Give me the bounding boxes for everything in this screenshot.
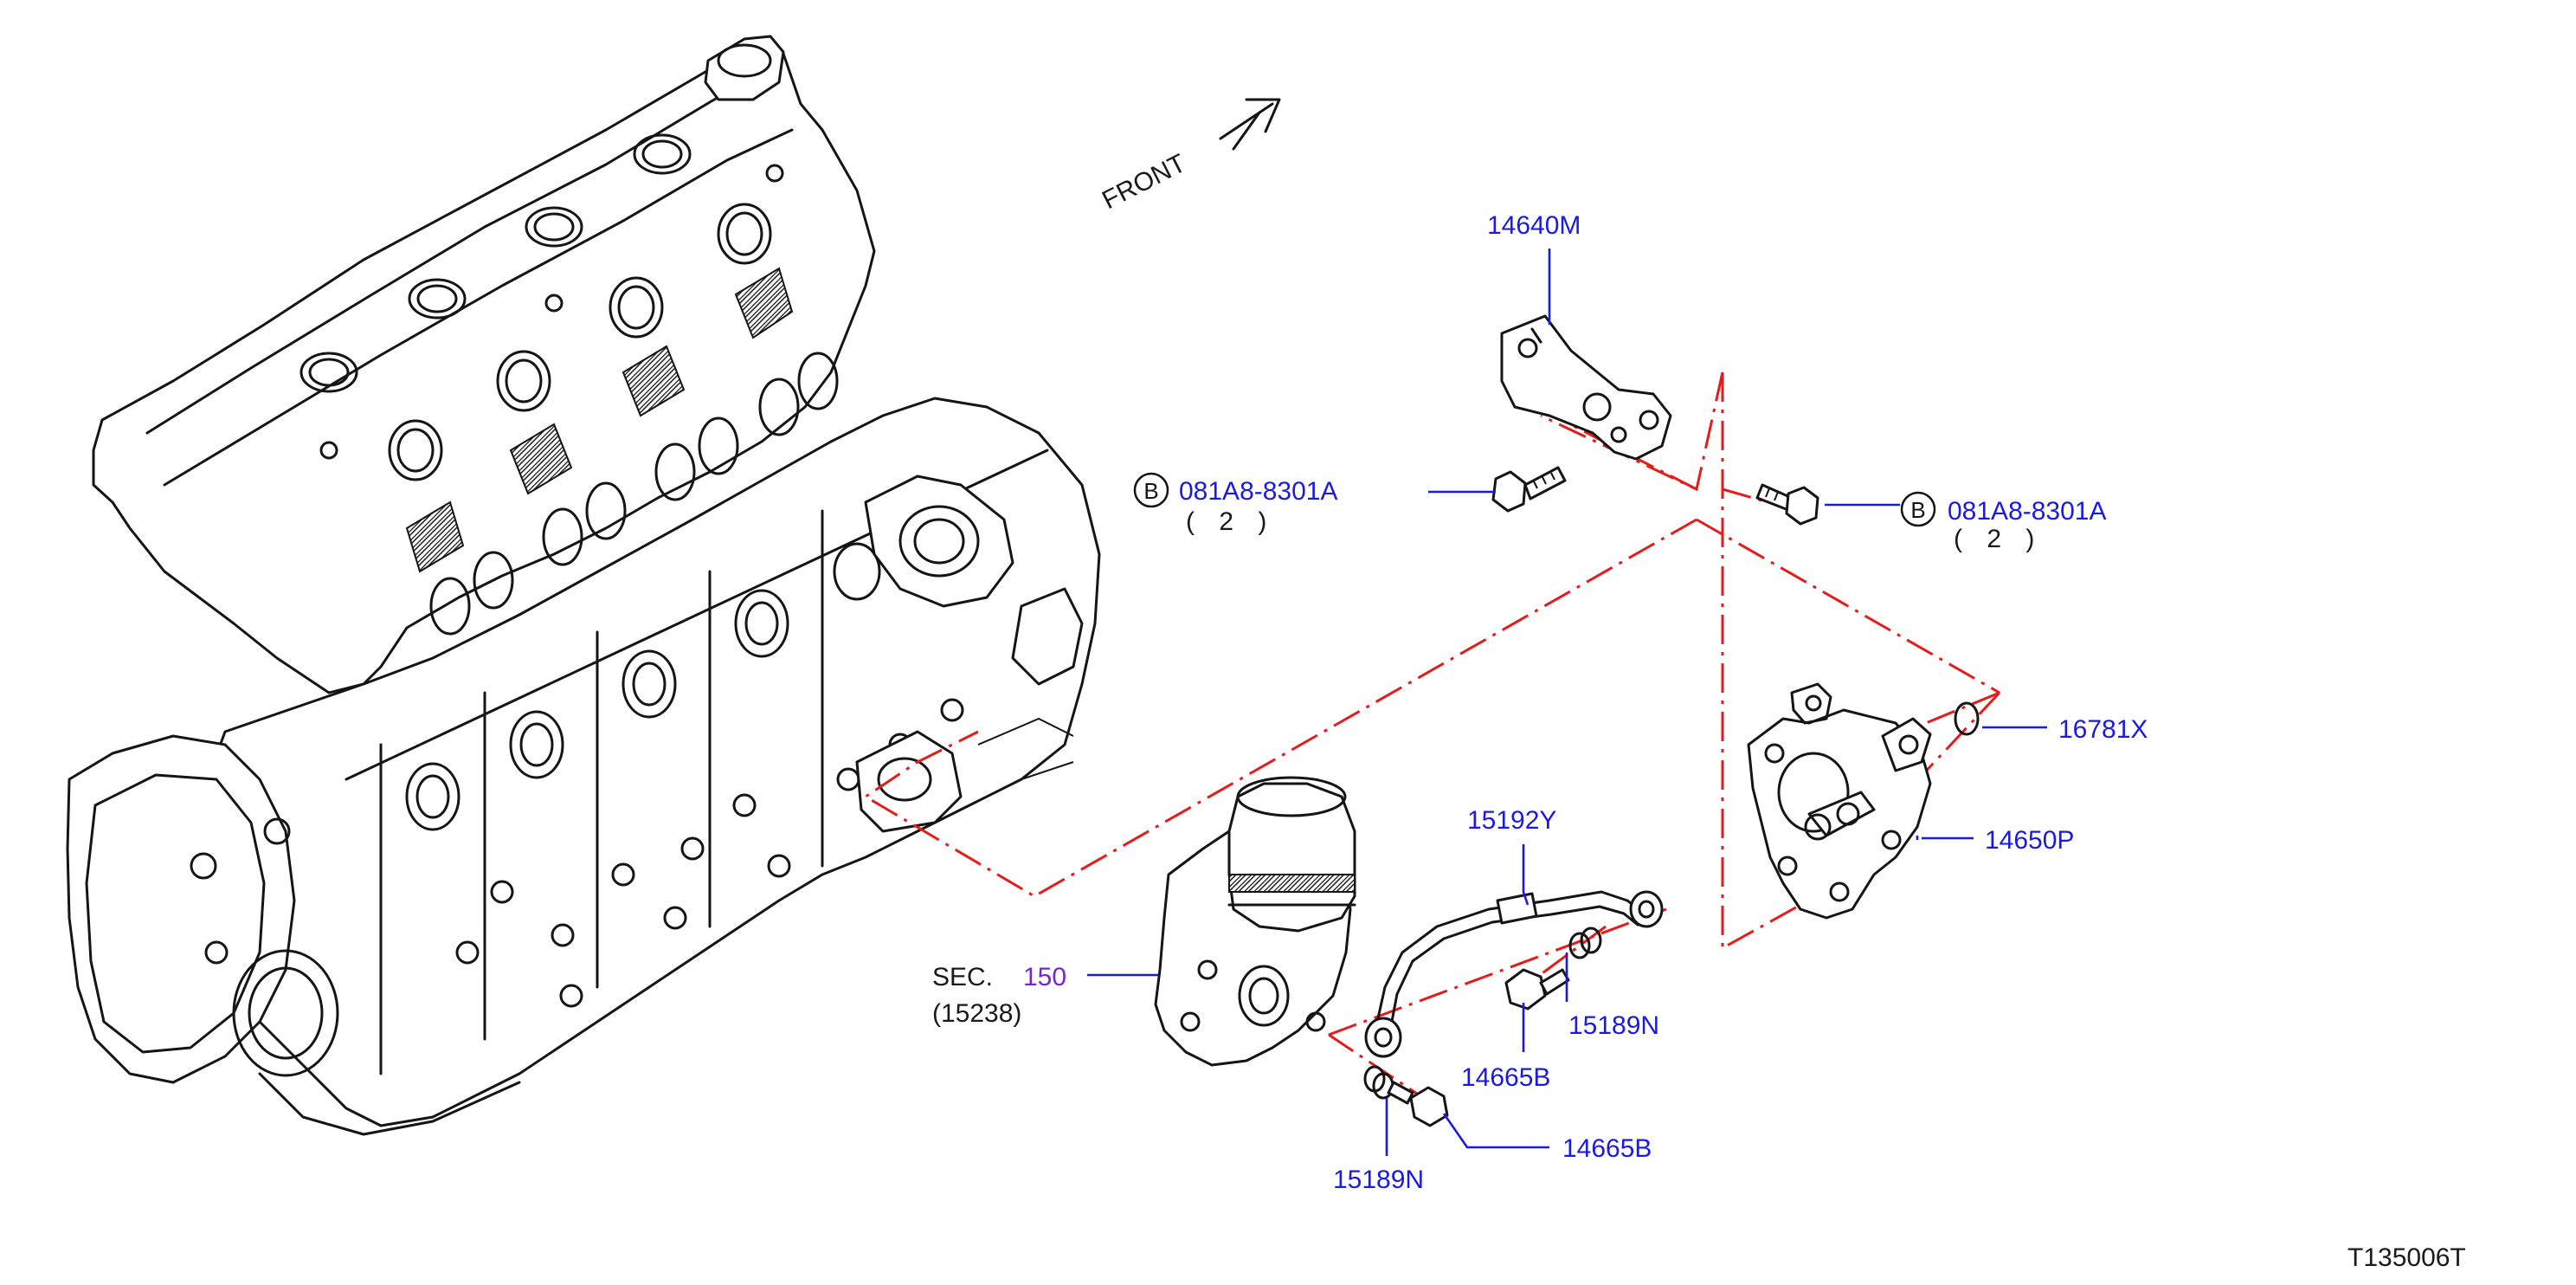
eye-bolt-lower-14665b	[1387, 1081, 1449, 1127]
callout-bolt-right[interactable]: B 081A8-8301A ( 2 )	[1900, 491, 2107, 553]
bracket-14640m	[1500, 314, 1672, 461]
oil-filter-assembly	[1154, 776, 1356, 1067]
section-number-link[interactable]: 150	[1023, 963, 1066, 991]
callout-14665b-upper[interactable]: 14665B	[1461, 1063, 1550, 1092]
b-badge-left	[1133, 472, 1169, 508]
callout-bolt-left[interactable]: B 081A8-8301A ( 2 )	[1133, 472, 1338, 536]
cam-cover-openings	[299, 133, 784, 481]
o-ring-16781x	[1954, 701, 1980, 736]
qty-right: ( 2 )	[1954, 525, 2043, 553]
vacuum-pump-14650p	[1747, 682, 1932, 920]
callout-16781x[interactable]: 16781X	[2058, 715, 2148, 744]
eye-bolt-upper-14665b	[1504, 968, 1570, 1011]
callout-14665b-lower[interactable]: 14665B	[1562, 1134, 1652, 1163]
callout-15189n-upper[interactable]: 15189N	[1568, 1011, 1659, 1040]
b-badge-right	[1900, 491, 1936, 527]
qty-left: ( 2 )	[1186, 507, 1275, 536]
bolt-right-081a8	[1755, 483, 1819, 526]
front-label: FRONT	[1098, 149, 1190, 215]
callout-15189n-lower[interactable]: 15189N	[1333, 1166, 1424, 1194]
b-badge-left-label: B	[1143, 478, 1158, 504]
intake-ports	[429, 352, 839, 636]
callout-14650p[interactable]: 14650P	[1985, 826, 2074, 855]
front-direction-indicator: FRONT	[1098, 98, 1281, 215]
b-badge-right-label: B	[1910, 497, 1925, 523]
callout-081a8-right[interactable]: 081A8-8301A	[1948, 497, 2107, 526]
washer-upper-15189n	[1568, 927, 1602, 959]
section-subnumber: (15238)	[932, 999, 1021, 1028]
section-prefix: SEC.	[932, 963, 993, 991]
leader-lines	[1087, 249, 2047, 1156]
section-reference[interactable]: SEC. 150 (15238)	[932, 963, 1066, 1028]
engine-block	[66, 35, 1101, 1136]
callout-15192y[interactable]: 15192Y	[1467, 806, 1556, 835]
diagram-code: T135006T	[2347, 1243, 2466, 1272]
callout-14640m[interactable]: 14640M	[1487, 211, 1581, 240]
bolt-left-081a8	[1491, 466, 1567, 513]
callout-081a8-left[interactable]: 081A8-8301A	[1179, 477, 1338, 506]
